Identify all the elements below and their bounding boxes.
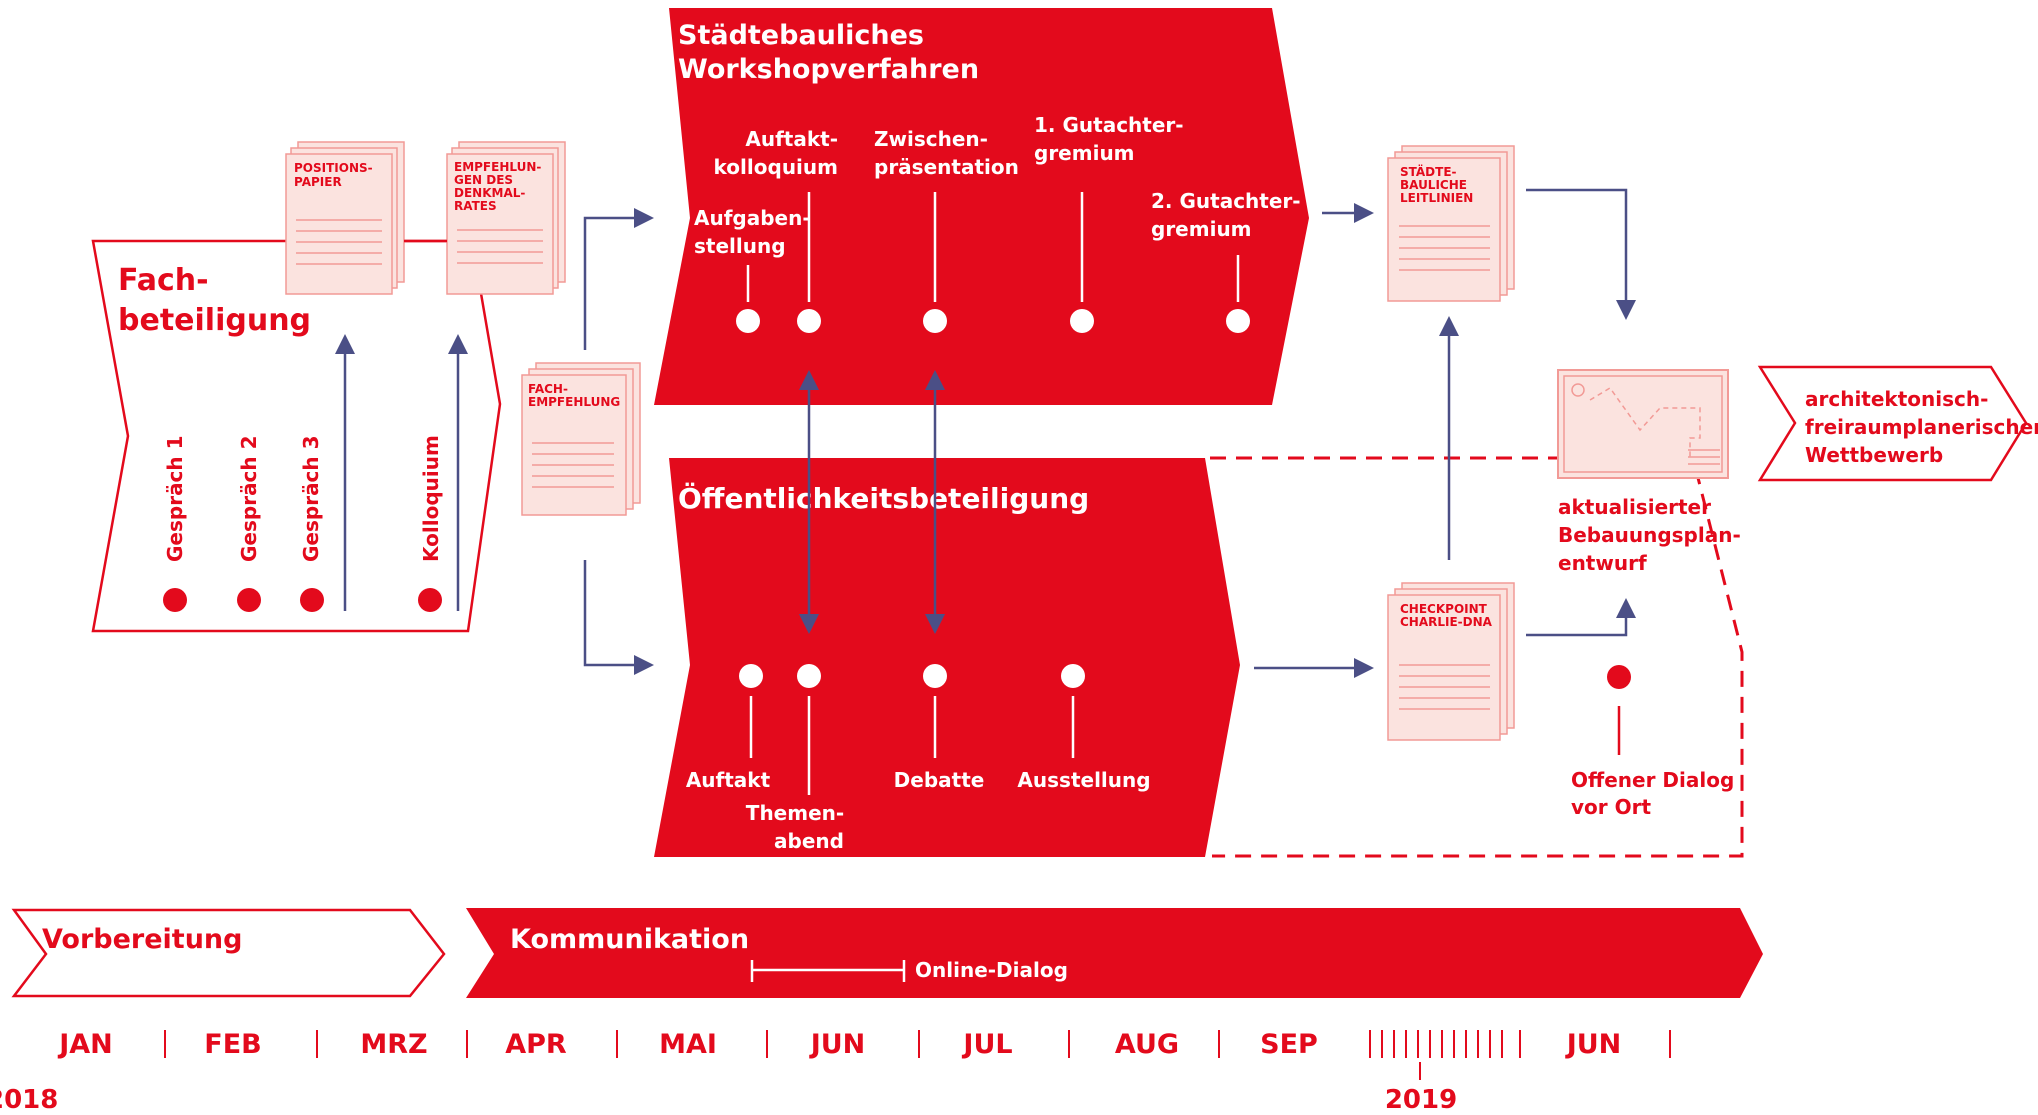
arrow-fachempfehlung-to-oeffentlichkeit	[583, 560, 654, 675]
ws-label-zwischenpraesentation-2: präsentation	[874, 155, 1019, 179]
phase-vorbereitung-label: Vorbereitung	[42, 924, 242, 955]
dialog-dot	[1607, 665, 1631, 689]
fachempfehlung-line-1: FACH-	[528, 382, 568, 396]
oe-label-themenabend-1: Themen-	[746, 801, 844, 825]
event-dot-kolloquium	[418, 588, 442, 612]
denkmalrat-line-3: DENKMAL-	[454, 186, 525, 200]
denkmalrat-line-2: GEN DES	[454, 173, 513, 187]
workshop-milestones: Aufgaben- stellung Auftakt- kolloquium Z…	[694, 113, 1301, 333]
ws-label-gutachter2-1: 2. Gutachter-	[1151, 189, 1301, 213]
month-axis: JAN FEB MRZ APR MAI JUN JUL AUG SEP JUN	[57, 1029, 1671, 1080]
dialog-label-2: vor Ort	[1571, 795, 1651, 819]
ws-dot-gutachter-2	[1226, 309, 1250, 333]
ws-dot-auftaktkolloquium	[797, 309, 821, 333]
positionspapier-line-1: POSITIONS-	[294, 161, 373, 175]
event-label-gespraech-2: Gespräch 2	[237, 435, 261, 562]
arrow-fachempfehlung-to-workshop	[583, 208, 654, 350]
oe-label-themenabend-2: abend	[774, 829, 844, 853]
dialog-label-1: Offener Dialog	[1571, 768, 1734, 792]
fachempfehlung-line-2: EMPFEHLUNG	[528, 395, 620, 409]
plan-drawing	[1557, 369, 1729, 479]
dashed-outline	[1210, 456, 1744, 858]
oeffentlichkeit-milestones: Auftakt Themen- abend Debatte Ausstellun…	[686, 664, 1151, 853]
competition-shape	[1757, 365, 2028, 482]
positionspapier-line-2: PAPIER	[294, 175, 342, 189]
month-jul: JUL	[961, 1029, 1012, 1060]
ws-label-auftaktkolloquium-2: kolloquium	[714, 155, 838, 179]
month-jun-2019: JUN	[1565, 1029, 1622, 1060]
dna-line-2: CHARLIE-DNA	[1400, 615, 1493, 629]
month-feb: FEB	[204, 1029, 261, 1060]
document-leitlinien: STÄDTE- BAULICHE LEITLINIEN	[1387, 145, 1515, 302]
oe-label-ausstellung: Ausstellung	[1017, 768, 1150, 792]
fachbeteiligung-title-2: beteiligung	[118, 303, 311, 338]
document-positionspapier: POSITIONS- PAPIER	[285, 141, 405, 295]
year-2019: 2019	[1385, 1085, 1457, 1115]
ws-label-aufgabenstellung-1: Aufgaben-	[694, 206, 811, 230]
event-label-kolloquium: Kolloquium	[419, 435, 443, 562]
event-dot-gespraech-1	[163, 588, 187, 612]
ws-label-gutachter2-2: gremium	[1151, 217, 1252, 241]
document-fachempfehlung: FACH- EMPFEHLUNG	[521, 362, 641, 516]
online-dialog-bar	[750, 960, 906, 982]
ws-dot-zwischenpraesentation	[923, 309, 947, 333]
ws-label-gutachter1-2: gremium	[1034, 141, 1135, 165]
month-mrz: MRZ	[360, 1029, 427, 1060]
month-jan: JAN	[57, 1029, 113, 1060]
oe-dot-themenabend	[797, 664, 821, 688]
document-dna: CHECKPOINT CHARLIE-DNA	[1387, 582, 1515, 741]
oe-label-debatte: Debatte	[894, 768, 985, 792]
ws-dot-aufgabenstellung	[736, 309, 760, 333]
oe-label-auftakt: Auftakt	[686, 768, 771, 792]
leitlinien-line-3: LEITLINIEN	[1400, 191, 1473, 205]
phase-kommunikation-label: Kommunikation	[510, 924, 749, 955]
event-dot-gespraech-3	[300, 588, 324, 612]
oeffentlichkeit-title: Öffentlichkeitsbeteiligung	[678, 481, 1089, 515]
arrow-dna-to-plan	[1526, 598, 1636, 637]
month-sep: SEP	[1260, 1029, 1318, 1060]
competition-label-1: architektonisch-	[1805, 387, 1988, 411]
ws-label-gutachter1-1: 1. Gutachter-	[1034, 113, 1184, 137]
month-apr: APR	[505, 1029, 567, 1060]
oe-dot-auftakt	[739, 664, 763, 688]
denkmalrat-line-4: RATES	[454, 199, 497, 213]
document-denkmalrat: EMPFEHLUN- GEN DES DENKMAL- RATES	[446, 141, 566, 295]
plan-label-1: aktualisierter	[1558, 495, 1711, 519]
plan-label-2: Bebauungsplan-	[1558, 523, 1741, 547]
workshop-title-2: Workshopverfahren	[678, 54, 979, 85]
ws-label-auftaktkolloquium-1: Auftakt-	[745, 127, 838, 151]
month-aug: AUG	[1115, 1029, 1179, 1060]
online-dialog-label: Online-Dialog	[915, 958, 1068, 982]
phase-vorbereitung-shape	[11, 908, 446, 998]
oe-dot-debatte	[923, 664, 947, 688]
fach-events: Gespräch 1 Gespräch 2 Gespräch 3 Kolloqu…	[163, 435, 443, 612]
leitlinien-line-2: BAULICHE	[1400, 178, 1467, 192]
ws-dot-gutachter-1	[1070, 309, 1094, 333]
leitlinien-line-1: STÄDTE-	[1400, 164, 1457, 179]
competition-label-2: freiraumplanerischer	[1805, 415, 2038, 439]
workshop-title-1: Städtebauliches	[678, 20, 924, 51]
event-label-gespraech-3: Gespräch 3	[299, 435, 323, 562]
year-2018: 2018	[0, 1085, 58, 1115]
dna-line-1: CHECKPOINT	[1400, 602, 1488, 616]
event-dot-gespraech-2	[237, 588, 261, 612]
ws-label-aufgabenstellung-2: stellung	[694, 234, 786, 258]
oeffentlichkeit-shape	[654, 458, 1240, 857]
month-jun: JUN	[809, 1029, 866, 1060]
fachbeteiligung-title-1: Fach-	[118, 263, 209, 298]
plan-label-3: entwurf	[1558, 551, 1647, 575]
denkmalrat-line-1: EMPFEHLUN-	[454, 160, 541, 174]
arrow-leitlinien-to-plan	[1526, 188, 1636, 320]
phase-kommunikation-shape	[466, 908, 1763, 998]
oe-dot-ausstellung	[1061, 664, 1085, 688]
event-label-gespraech-1: Gespräch 1	[163, 435, 187, 562]
month-mai: MAI	[659, 1029, 717, 1060]
competition-label-3: Wettbewerb	[1805, 443, 1943, 467]
workshop-shape	[654, 8, 1309, 405]
ws-label-zwischenpraesentation-1: Zwischen-	[874, 127, 988, 151]
